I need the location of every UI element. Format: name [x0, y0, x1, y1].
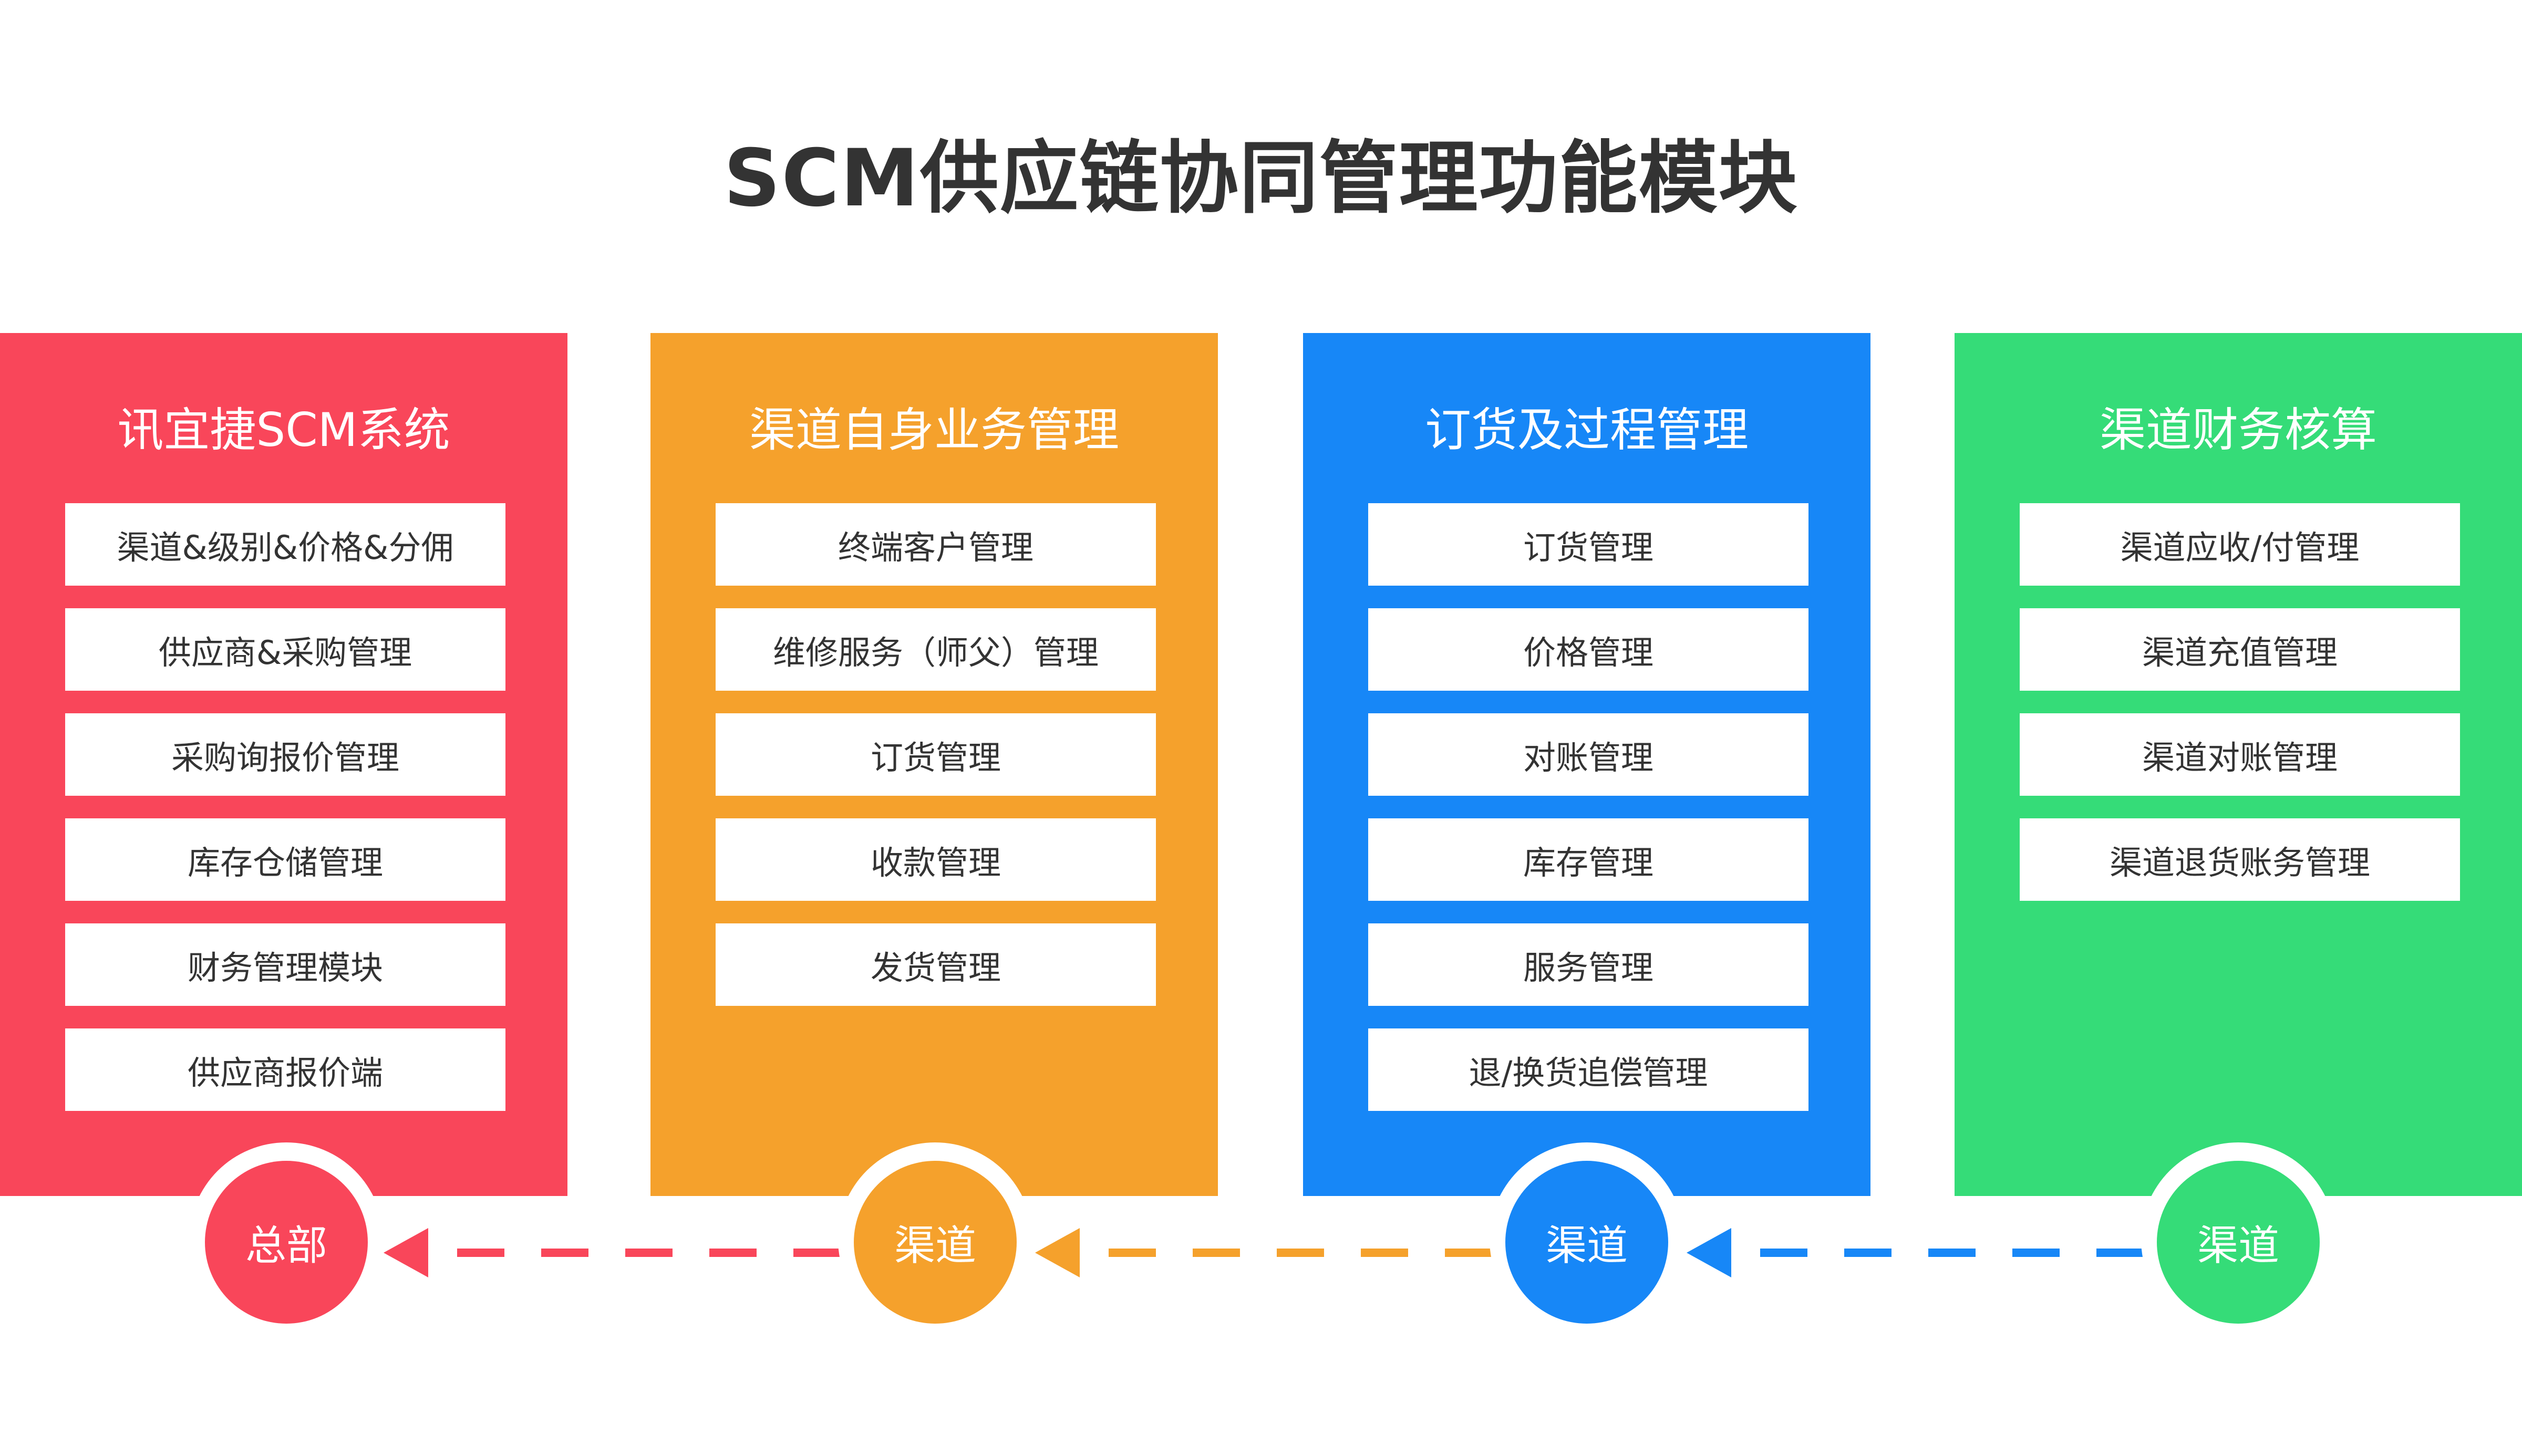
column-title: 渠道财务核算	[2099, 403, 2377, 457]
list-item: 服务管理	[1368, 923, 1808, 1006]
item-list: 订货管理 价格管理 对账管理 库存管理 服务管理 退/换货追偿管理	[1368, 503, 1808, 1133]
item-list: 渠道&级别&价格&分佣 供应商&采购管理 采购询报价管理 库存仓储管理 财务管理…	[65, 503, 505, 1133]
list-item: 采购询报价管理	[65, 713, 505, 796]
list-item: 库存仓储管理	[65, 818, 505, 901]
item-list: 终端客户管理 维修服务（师父）管理 订货管理 收款管理 发货管理	[716, 503, 1156, 1028]
list-item: 渠道退货账务管理	[2020, 818, 2460, 901]
arrow-green-to-blue	[1687, 1228, 2144, 1277]
column-title: 订货及过程管理	[1424, 403, 1749, 457]
list-item: 渠道对账管理	[2020, 713, 2460, 796]
column-title: 渠道自身业务管理	[749, 403, 1119, 457]
list-item: 维修服务（师父）管理	[716, 608, 1156, 691]
column-scm-system: 讯宜捷SCM系统 渠道&级别&价格&分佣 供应商&采购管理 采购询报价管理 库存…	[0, 333, 567, 1196]
list-item: 终端客户管理	[716, 503, 1156, 586]
list-item: 渠道&级别&价格&分佣	[65, 503, 505, 586]
list-item: 发货管理	[716, 923, 1156, 1006]
list-item: 供应商报价端	[65, 1028, 505, 1111]
list-item: 收款管理	[716, 818, 1156, 901]
list-item: 订货管理	[1368, 503, 1808, 586]
badge-channel: 渠道	[1505, 1161, 1668, 1324]
list-item: 价格管理	[1368, 608, 1808, 691]
list-item: 退/换货追偿管理	[1368, 1028, 1808, 1111]
column-title: 讯宜捷SCM系统	[117, 403, 450, 457]
list-item: 对账管理	[1368, 713, 1808, 796]
arrow-blue-to-orange	[1035, 1228, 1492, 1277]
badge-headquarters: 总部	[205, 1161, 368, 1324]
column-order-process: 订货及过程管理 订货管理 价格管理 对账管理 库存管理 服务管理 退/换货追偿管…	[1303, 333, 1870, 1196]
column-channel-business: 渠道自身业务管理 终端客户管理 维修服务（师父）管理 订货管理 收款管理 发货管…	[650, 333, 1218, 1196]
item-list: 渠道应收/付管理 渠道充值管理 渠道对账管理 渠道退货账务管理	[2020, 503, 2460, 923]
list-item: 渠道充值管理	[2020, 608, 2460, 691]
arrow-orange-to-red	[384, 1228, 841, 1277]
list-item: 渠道应收/付管理	[2020, 503, 2460, 586]
badge-channel: 渠道	[2157, 1161, 2320, 1324]
list-item: 订货管理	[716, 713, 1156, 796]
column-channel-finance: 渠道财务核算 渠道应收/付管理 渠道充值管理 渠道对账管理 渠道退货账务管理	[1955, 333, 2522, 1196]
page-title: SCM供应链协同管理功能模块	[723, 133, 1799, 224]
list-item: 财务管理模块	[65, 923, 505, 1006]
list-item: 供应商&采购管理	[65, 608, 505, 691]
badge-channel: 渠道	[854, 1161, 1017, 1324]
list-item: 库存管理	[1368, 818, 1808, 901]
